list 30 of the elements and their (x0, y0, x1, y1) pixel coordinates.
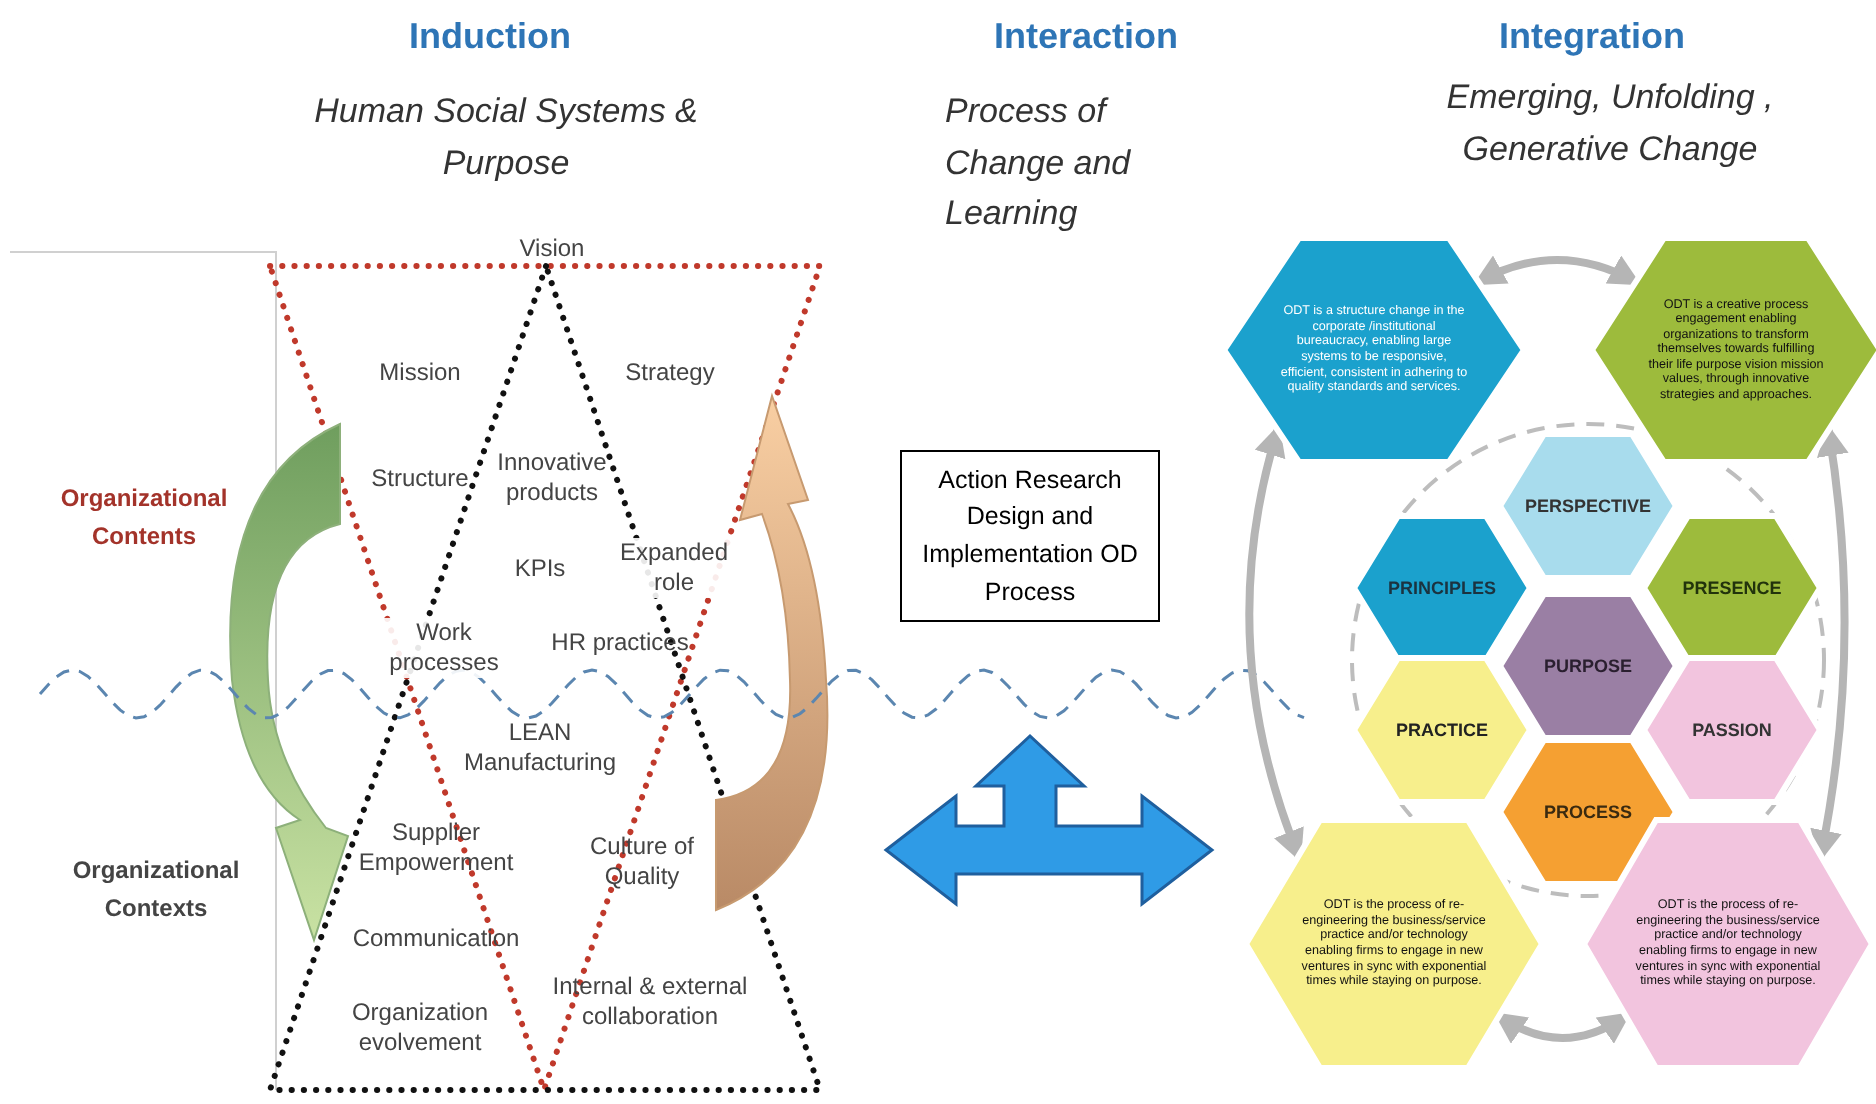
triangle-label: Organization evolvement (349, 998, 491, 1058)
triangle-label: Communication (350, 924, 522, 954)
triangle-label: Culture of Quality (587, 832, 697, 892)
section-subtitle: Human Social Systems & Purpose (312, 90, 700, 185)
triangle-label: Strategy (623, 358, 717, 388)
hexagon-text: PROCESS (1543, 801, 1632, 823)
side-label: Organizational Contexts (70, 854, 242, 927)
hexagon-text: PURPOSE (1543, 655, 1632, 677)
triangle-label: LEAN Manufacturing (461, 718, 619, 778)
section-heading: Integration (1497, 14, 1687, 59)
section-heading: Induction (407, 14, 573, 59)
hexagon-text: PASSION (1692, 719, 1772, 741)
side-label: Organizational Contents (58, 482, 230, 555)
triangle-label: HR practices (550, 628, 690, 658)
section-heading: Interaction (991, 14, 1180, 59)
triangle-label: Supplier Empowerment (356, 818, 516, 878)
hexagon-text: PRACTICE (1395, 719, 1488, 741)
triangle-label: Structure (369, 464, 471, 494)
triangle-label: Internal & external collaboration (550, 972, 750, 1032)
hexagon-text: PERSPECTIVE (1524, 495, 1652, 517)
triangle-label: Mission (377, 358, 463, 388)
hexagon-text: PRINCIPLES (1387, 577, 1496, 599)
triangle-label: KPIs (512, 554, 568, 584)
process-box (900, 450, 1160, 622)
triangle-label: Vision (517, 234, 587, 264)
box-text: Action Research Design and Implementation OD Process (920, 463, 1140, 610)
hexagon-text: PRESENCE (1682, 577, 1782, 599)
triangle-label: Innovative products (495, 448, 609, 508)
section-subtitle: Process of Change and Learning (945, 90, 1133, 236)
section-subtitle: Emerging, Unfolding , Generative Change (1444, 76, 1776, 171)
